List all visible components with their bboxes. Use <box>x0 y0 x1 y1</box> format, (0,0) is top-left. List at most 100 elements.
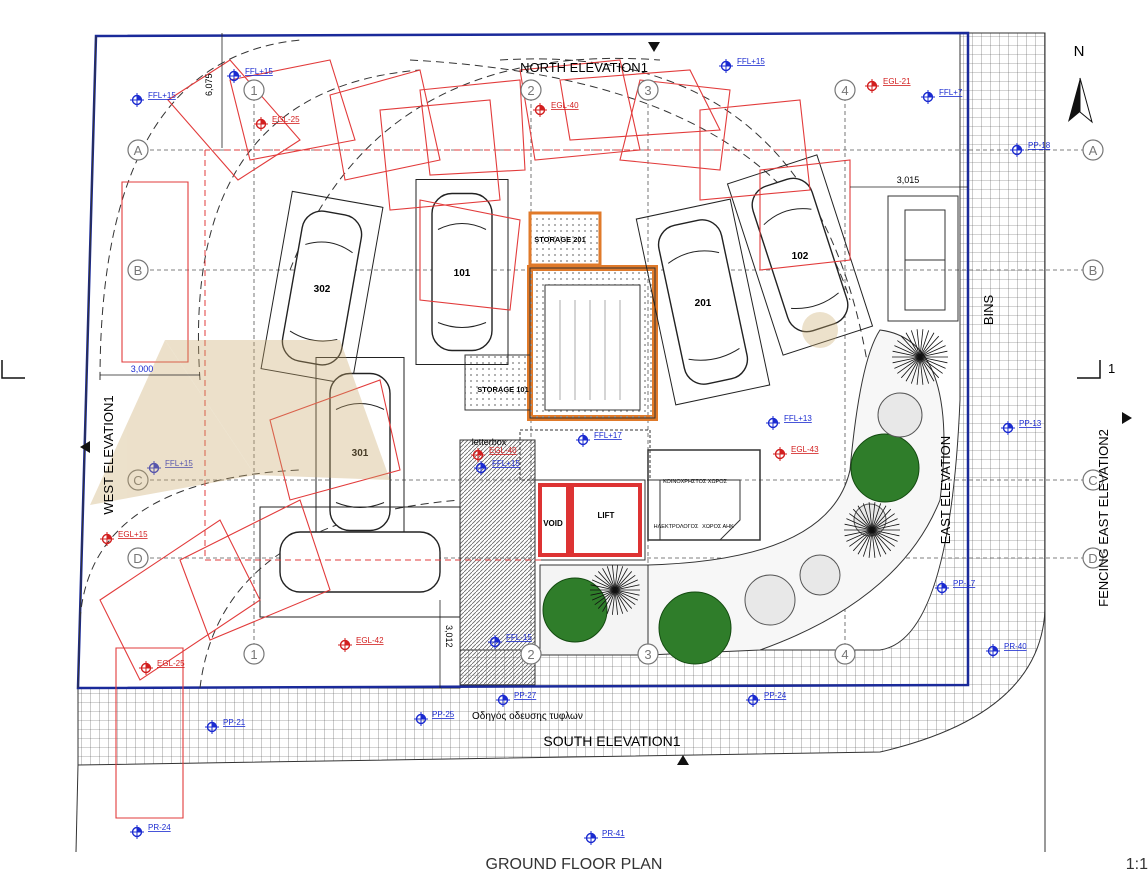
level-marker: PR-40 <box>986 642 1027 658</box>
dim-top-left: 6,075 <box>204 73 214 96</box>
grid-row-label: A <box>1089 143 1098 158</box>
level-text: FFL+15 <box>492 459 520 468</box>
level-marker: FFL+13 <box>766 414 812 430</box>
north-arrow-icon <box>1068 77 1093 124</box>
section-marks <box>1 360 1101 379</box>
grid-bubble-circle <box>520 79 542 101</box>
level-text: PP-24 <box>764 691 787 700</box>
south-elevation-label: SOUTH ELEVATION1 <box>543 733 680 749</box>
grid-row-label: B <box>1089 263 1098 278</box>
level-marker: FFL+15 <box>719 57 765 73</box>
fencing-east-elevation-label: FENCING EAST ELEVATION2 <box>1096 429 1111 607</box>
grid-col-label: 4 <box>841 83 848 98</box>
vision-splay-polygon <box>179 499 331 641</box>
grid-col-label: 3 <box>644 83 651 98</box>
level-marker: PP-17 <box>935 579 976 595</box>
vision-splay-polygon <box>121 181 189 363</box>
parking-number: 101 <box>454 268 471 279</box>
dim-bottom: 3,012 <box>444 625 454 648</box>
vision-splay-polygon <box>269 379 401 501</box>
vision-splay-polygon <box>619 79 731 171</box>
void-label: VOID <box>543 519 563 528</box>
watermark <box>90 312 838 505</box>
level-text: EGL-40 <box>489 446 517 455</box>
vision-splay-polygon <box>115 647 184 819</box>
level-text: PP-25 <box>432 710 455 719</box>
grid-col-label: 2 <box>527 647 534 662</box>
section-mark-label: 1 <box>1108 361 1115 376</box>
bins <box>887 195 959 322</box>
letterbox-label: letterbox <box>472 437 507 447</box>
grid-bubble-circle <box>1082 139 1104 161</box>
level-markers: FFL+15FFL+15FFL+15FFL+15FFL+7PP-18FFL+17… <box>100 57 1051 845</box>
vision-splays <box>99 59 851 819</box>
level-text: FFL+15 <box>737 57 765 66</box>
level-marker: EGL+15 <box>100 530 148 546</box>
grid-col-label: 3 <box>644 647 651 662</box>
tactile-guide-label: Οδηγός οδευσης τυφλων <box>472 710 583 722</box>
level-marker: PP-21 <box>205 718 246 734</box>
level-text: FFL-15 <box>506 633 532 642</box>
level-text: FFL+15 <box>245 67 273 76</box>
grid-row-label: C <box>133 473 142 488</box>
level-marker: EGL-40 <box>471 446 517 462</box>
level-marker: FFL-15 <box>488 633 532 649</box>
bins-label: BINS <box>981 295 996 326</box>
level-text: EGL+15 <box>118 530 148 539</box>
level-marker: PP-18 <box>1010 141 1051 157</box>
grid-col-label: 1 <box>250 647 257 662</box>
level-text: EGL-40 <box>551 101 579 110</box>
level-marker: PP-25 <box>414 710 455 726</box>
level-text: FFL+7 <box>939 88 963 97</box>
grid-row-label: A <box>134 143 143 158</box>
level-marker: EGL-25 <box>254 115 300 131</box>
level-marker: FFL+7 <box>921 88 963 104</box>
grid-col-label: 2 <box>527 83 534 98</box>
north-elevation-label: NORTH ELEVATION1 <box>520 60 648 75</box>
level-marker: FFL+17 <box>576 431 622 447</box>
red-dashed <box>204 149 840 561</box>
vision-splay-polygon <box>699 99 811 201</box>
level-text: EGL-25 <box>157 659 185 668</box>
level-marker: FFL+15 <box>130 91 176 107</box>
grid-bubble-circle <box>834 643 856 665</box>
level-text: FFL+13 <box>784 414 812 423</box>
level-text: PP-27 <box>514 691 537 700</box>
north-letter: N <box>1074 43 1085 60</box>
grid-bubble-circle <box>243 79 265 101</box>
level-marker: EGL-42 <box>338 636 384 652</box>
parking-bay: 201 <box>635 198 771 406</box>
level-text: PP-17 <box>953 579 976 588</box>
grid-bubble-circle <box>1082 259 1104 281</box>
level-text: FFL+15 <box>165 459 193 468</box>
paved-areas <box>77 32 1046 766</box>
level-text: EGL-42 <box>356 636 384 645</box>
vision-splay-polygon <box>99 519 261 681</box>
grid-bubble-circle <box>127 259 149 281</box>
elevation-markers <box>80 42 1132 765</box>
level-text: EGL-21 <box>883 77 911 86</box>
vision-splay-polygon <box>759 159 851 271</box>
level-text: EGL-25 <box>272 115 300 124</box>
east-elevation-label: EAST ELEVATION <box>938 436 953 544</box>
level-text: PP-21 <box>223 718 246 727</box>
vision-splay-polygon <box>229 59 356 161</box>
grid-row-label: C <box>1088 473 1097 488</box>
vision-splay-polygon <box>419 79 526 176</box>
level-marker: FFL+15 <box>227 67 273 83</box>
vision-splay-polygon <box>419 199 521 311</box>
grid-bubble-circle <box>834 79 856 101</box>
level-marker: PR-41 <box>584 829 625 845</box>
grid-col-label: 4 <box>841 647 848 662</box>
level-marker: FFL+15 <box>474 459 520 475</box>
dimension-lines <box>100 33 968 688</box>
labels: NORTH ELEVATION1 SOUTH ELEVATION1 WEST E… <box>101 43 1115 749</box>
level-marker: FFL+15 <box>147 459 193 475</box>
level-text: FFL+17 <box>594 431 622 440</box>
storage-201-label: STORAGE 201 <box>534 235 586 244</box>
common-area-label: ΚΟΙΝΟΧΡΗΣΤΟΣ ΧΩΡΟΣ <box>663 479 727 485</box>
electrical-room-label: ΗΛΕΚΤΡΟΛΟΓΟΣ <box>654 524 699 530</box>
level-marker: PP-13 <box>1001 419 1042 435</box>
vision-splay-polygon <box>379 99 501 211</box>
